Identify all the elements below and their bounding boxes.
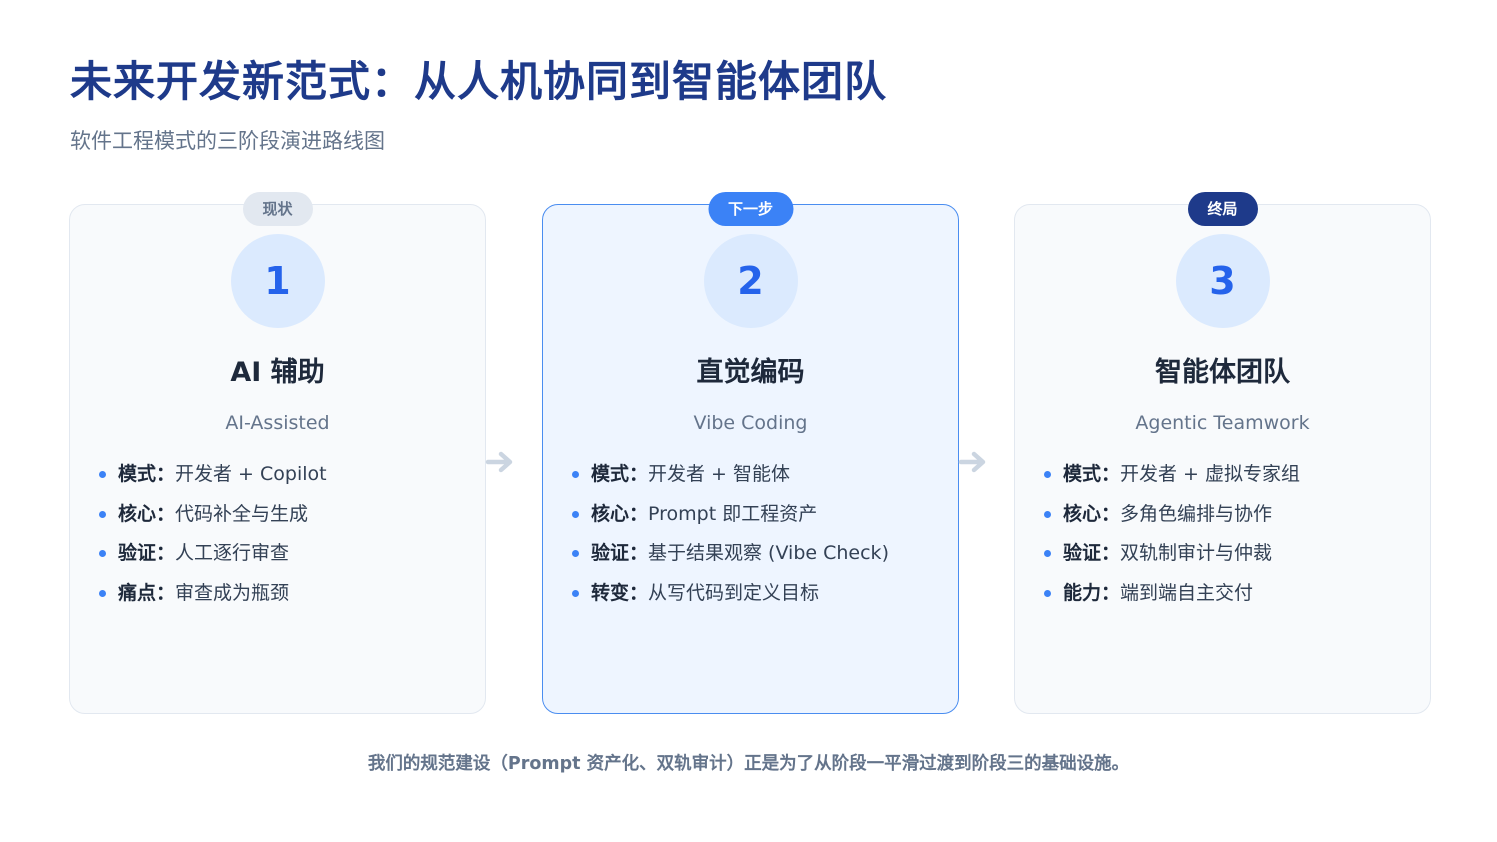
list-item: 核心：Prompt 即工程资产 [571, 500, 938, 540]
point-value: Prompt 即工程资产 [648, 502, 818, 525]
point-key: 能力： [1063, 581, 1121, 604]
bullet-dot-icon [99, 510, 106, 518]
bullet-dot-icon [1044, 510, 1051, 518]
stage-title: 直觉编码 [696, 357, 805, 388]
point-value: 基于结果观察 (Vibe Check) [648, 542, 889, 564]
list-item: 验证：基于结果观察 (Vibe Check) [571, 539, 938, 579]
point-value: 双轨制审计与仲裁 [1120, 542, 1273, 564]
point-key: 验证： [591, 542, 649, 564]
point-key: 模式： [591, 463, 649, 485]
stage-title: AI 辅助 [230, 357, 325, 388]
point-key: 模式： [118, 463, 176, 485]
stage-number: 1 [230, 234, 325, 328]
footer-note: 我们的规范建设（Prompt 资产化、双轨审计）正是为了从阶段一平滑过渡到阶段三… [367, 754, 1130, 774]
page-subtitle: 软件工程模式的三阶段演进路线图 [70, 129, 385, 153]
stage-badge: 终局 [1187, 192, 1258, 226]
list-item: 模式：开发者 + 智能体 [571, 460, 938, 500]
list-item: 模式：开发者 + 虚拟专家组 [1043, 460, 1410, 500]
stage-title: 智能体团队 [1155, 357, 1290, 388]
point-value: 开发者 + 虚拟专家组 [1120, 463, 1301, 485]
list-item: 模式：开发者 + Copilot [98, 460, 465, 500]
point-value: 端到端自主交付 [1120, 581, 1254, 604]
bullet-dot-icon [1044, 471, 1051, 478]
point-value: 多角色编排与协作 [1120, 502, 1273, 525]
point-value: 开发者 + Copilot [175, 463, 327, 485]
point-key: 痛点： [118, 581, 176, 604]
stage-card-3: 终局 3 智能体团队 Agentic Teamwork 模式：开发者 + 虚拟专… [1014, 192, 1431, 714]
bullet-dot-icon [99, 471, 106, 478]
point-key: 核心： [1063, 502, 1121, 525]
bullet-dot-icon [99, 550, 106, 557]
list-item: 能力：端到端自主交付 [1043, 579, 1410, 619]
stage-card-1: 现状 1 AI 辅助 AI-Assisted 模式：开发者 + Copilot … [69, 192, 486, 714]
stage-card-2: 下一步 2 直觉编码 Vibe Coding 模式：开发者 + 智能体 核心：P… [542, 192, 959, 714]
bullet-dot-icon [1044, 589, 1051, 597]
list-item: 验证：双轨制审计与仲裁 [1043, 539, 1410, 579]
stage-number: 2 [703, 234, 798, 328]
bullet-dot-icon [572, 550, 579, 557]
stage-badge: 现状 [242, 192, 313, 226]
stage-english-name: Agentic Teamwork [1135, 412, 1310, 434]
point-value: 审查成为瓶颈 [175, 581, 290, 604]
list-item: 痛点：审查成为瓶颈 [98, 579, 465, 619]
stage-number: 3 [1175, 234, 1270, 328]
point-value: 人工逐行审查 [175, 542, 290, 564]
point-key: 模式： [1063, 463, 1121, 485]
stage-points: 模式：开发者 + 智能体 核心：Prompt 即工程资产 验证：基于结果观察 (… [571, 460, 938, 618]
bullet-dot-icon [99, 589, 106, 597]
list-item: 核心：多角色编排与协作 [1043, 500, 1410, 540]
stage-points: 模式：开发者 + Copilot 核心：代码补全与生成 验证：人工逐行审查 痛点… [98, 460, 465, 618]
arrow-right-icon [485, 451, 513, 473]
point-key: 验证： [1063, 542, 1121, 564]
stage-points: 模式：开发者 + 虚拟专家组 核心：多角色编排与协作 验证：双轨制审计与仲裁 能… [1043, 460, 1410, 618]
point-key: 核心： [591, 502, 649, 525]
arrow-right-icon [958, 451, 986, 473]
point-value: 开发者 + 智能体 [648, 463, 791, 485]
point-key: 核心： [118, 502, 176, 525]
bullet-dot-icon [572, 471, 579, 478]
bullet-dot-icon [1044, 550, 1051, 557]
bullet-dot-icon [572, 510, 579, 518]
page-title: 未来开发新范式：从人机协同到智能体团队 [70, 57, 888, 106]
bullet-dot-icon [572, 589, 579, 597]
point-value: 代码补全与生成 [175, 502, 309, 525]
stage-english-name: Vibe Coding [693, 412, 808, 434]
stage-badge: 下一步 [707, 192, 794, 226]
point-key: 转变： [591, 581, 649, 604]
list-item: 核心：代码补全与生成 [98, 500, 465, 540]
point-key: 验证： [118, 542, 176, 564]
list-item: 转变：从写代码到定义目标 [571, 579, 938, 619]
point-value: 从写代码到定义目标 [648, 581, 820, 604]
list-item: 验证：人工逐行审查 [98, 539, 465, 579]
stage-english-name: AI-Assisted [225, 412, 330, 434]
